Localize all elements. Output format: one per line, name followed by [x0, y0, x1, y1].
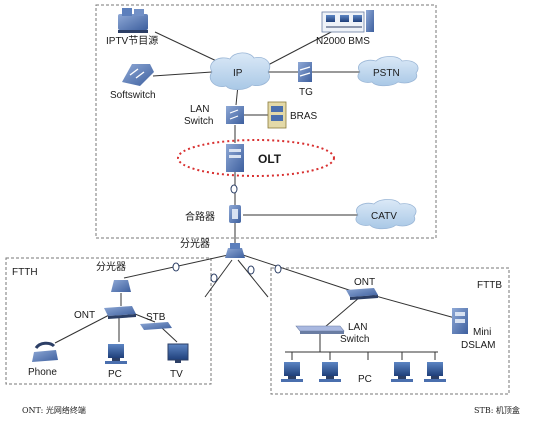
- bras-icon: [267, 101, 287, 129]
- splitter-ftth-label: 分光器: [96, 260, 126, 273]
- combiner-label: 合路器: [185, 210, 215, 223]
- pc-fttb-label: PC: [358, 374, 372, 385]
- pc-fttb-icon: [391, 362, 413, 382]
- splitter-main-icon: [225, 243, 245, 258]
- tv-label: TV: [170, 369, 183, 380]
- fttb-region: [270, 267, 510, 395]
- lan-switch-fttb-label-1: LAN: [348, 322, 367, 333]
- pc-ftth-icon: [105, 344, 127, 364]
- fttb-label: FTTB: [477, 280, 502, 291]
- iptv-source-icon: [118, 8, 148, 33]
- dslam-label-2: DSLAM: [461, 340, 495, 351]
- phone-icon: [32, 341, 58, 362]
- mini-dslam-icon: [452, 308, 468, 334]
- pc-fttb-icon: [281, 362, 303, 382]
- fiber-splice-markers: [172, 184, 282, 283]
- pstn-label: PSTN: [373, 68, 400, 79]
- olt-highlight-ring: [177, 139, 335, 177]
- catv-label: CATV: [371, 211, 397, 222]
- softswitch-icon: [122, 64, 154, 86]
- core-network-region: [95, 4, 437, 239]
- ftth-label: FTTH: [12, 267, 38, 278]
- lan-switch-fttb-label-2: Switch: [340, 334, 369, 345]
- ip-cloud-icon: [209, 52, 271, 91]
- lan-switch-core-icon: [226, 106, 244, 124]
- lan-switch-fttb-icon: [295, 325, 345, 334]
- softswitch-label: Softswitch: [110, 90, 156, 101]
- stb-icon: [140, 322, 172, 330]
- pstn-cloud-icon: [357, 56, 419, 87]
- pc-fttb-icon: [424, 362, 446, 382]
- iptv-label: IPTV节目源: [106, 34, 158, 47]
- ont-fttb-icon: [346, 288, 378, 300]
- splitter-ftth-icon: [111, 280, 131, 292]
- catv-cloud-icon: [355, 199, 417, 230]
- ont-ftth-label: ONT: [74, 310, 95, 321]
- dslam-label-1: Mini: [473, 327, 491, 338]
- ftth-region: [5, 257, 212, 385]
- ont-ftth-icon: [104, 306, 136, 319]
- tg-icon: [298, 62, 312, 82]
- lan-switch-core-label-2: Switch: [184, 116, 213, 127]
- phone-label: Phone: [28, 367, 57, 378]
- lan-switch-core-label-1: LAN: [190, 104, 209, 115]
- ont-fttb-label: ONT: [354, 277, 375, 288]
- bras-label: BRAS: [290, 111, 318, 122]
- n2000-label: N2000 BMS: [316, 36, 370, 47]
- olt-label: OLT: [258, 152, 282, 166]
- tg-label: TG: [299, 87, 313, 98]
- footer-stb-legend: STB: 机顶盒: [474, 405, 520, 415]
- combiner-icon: [229, 205, 241, 223]
- n2000-bms-icon: [321, 10, 374, 33]
- ip-label: IP: [233, 68, 243, 79]
- pc-ftth-label: PC: [108, 369, 122, 380]
- stb-label: STB: [146, 312, 166, 323]
- olt-icon: [226, 144, 244, 172]
- tv-icon: [167, 343, 189, 363]
- splitter-main-label: 分光器: [180, 237, 210, 250]
- footer-ont-legend: ONT: 光网络终端: [22, 405, 86, 415]
- pc-fttb-group: [281, 362, 446, 382]
- pc-fttb-icon: [319, 362, 341, 382]
